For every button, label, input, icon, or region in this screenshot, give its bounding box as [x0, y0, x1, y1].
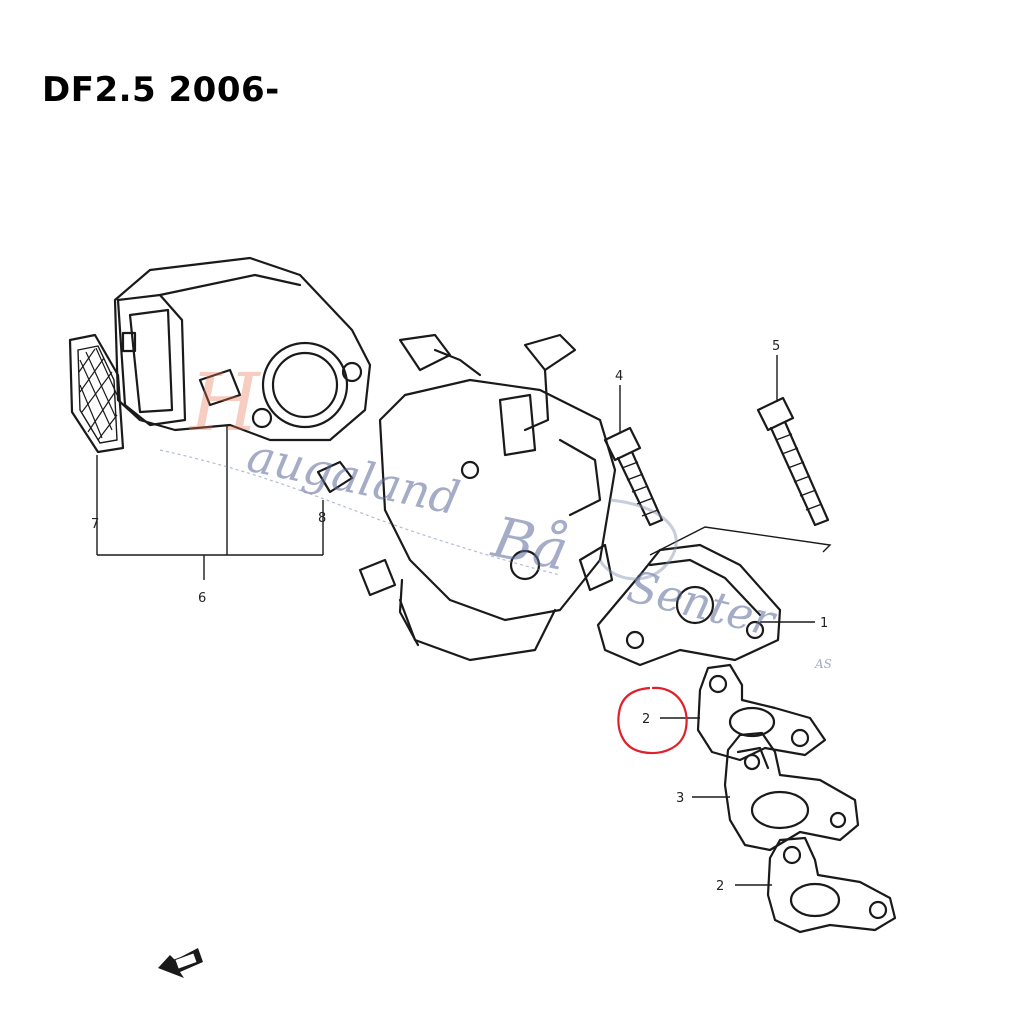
page-title: DF2.5 2006- [42, 70, 280, 110]
screw-4 [603, 426, 664, 527]
callout-3: 3 [676, 791, 684, 806]
watermark-anchor [598, 498, 678, 581]
callout-2-lower: 2 [716, 879, 724, 894]
leader-lines [96, 355, 815, 886]
watermark-word-2: Bå [486, 505, 573, 584]
intake-silencer [113, 256, 372, 494]
watermark-chain [159, 449, 561, 576]
screw-5 [756, 396, 830, 527]
callout-4: 4 [615, 369, 623, 384]
highlight-circle [617, 686, 688, 755]
insulator [596, 543, 782, 667]
callout-6: 6 [198, 591, 206, 606]
spacer [723, 731, 860, 852]
gasket-upper [696, 663, 827, 762]
watermark-word-1: augaland [243, 428, 465, 526]
carburetor [358, 333, 617, 662]
filter-element [68, 333, 125, 454]
watermark-suffix: AS [814, 657, 832, 671]
watermark: H augaland Bå Senter AS [159, 356, 832, 671]
gasket-lower [766, 836, 897, 934]
watermark-word-3: Senter [622, 561, 782, 647]
callout-8: 8 [318, 511, 326, 526]
callout-1: 1 [820, 616, 828, 631]
callout-2-upper: 2 [642, 712, 650, 727]
callout-5: 5 [772, 339, 780, 354]
watermark-initial-h: H [188, 356, 262, 449]
forward-arrow-icon [158, 948, 203, 978]
callout-7: 7 [91, 517, 99, 532]
